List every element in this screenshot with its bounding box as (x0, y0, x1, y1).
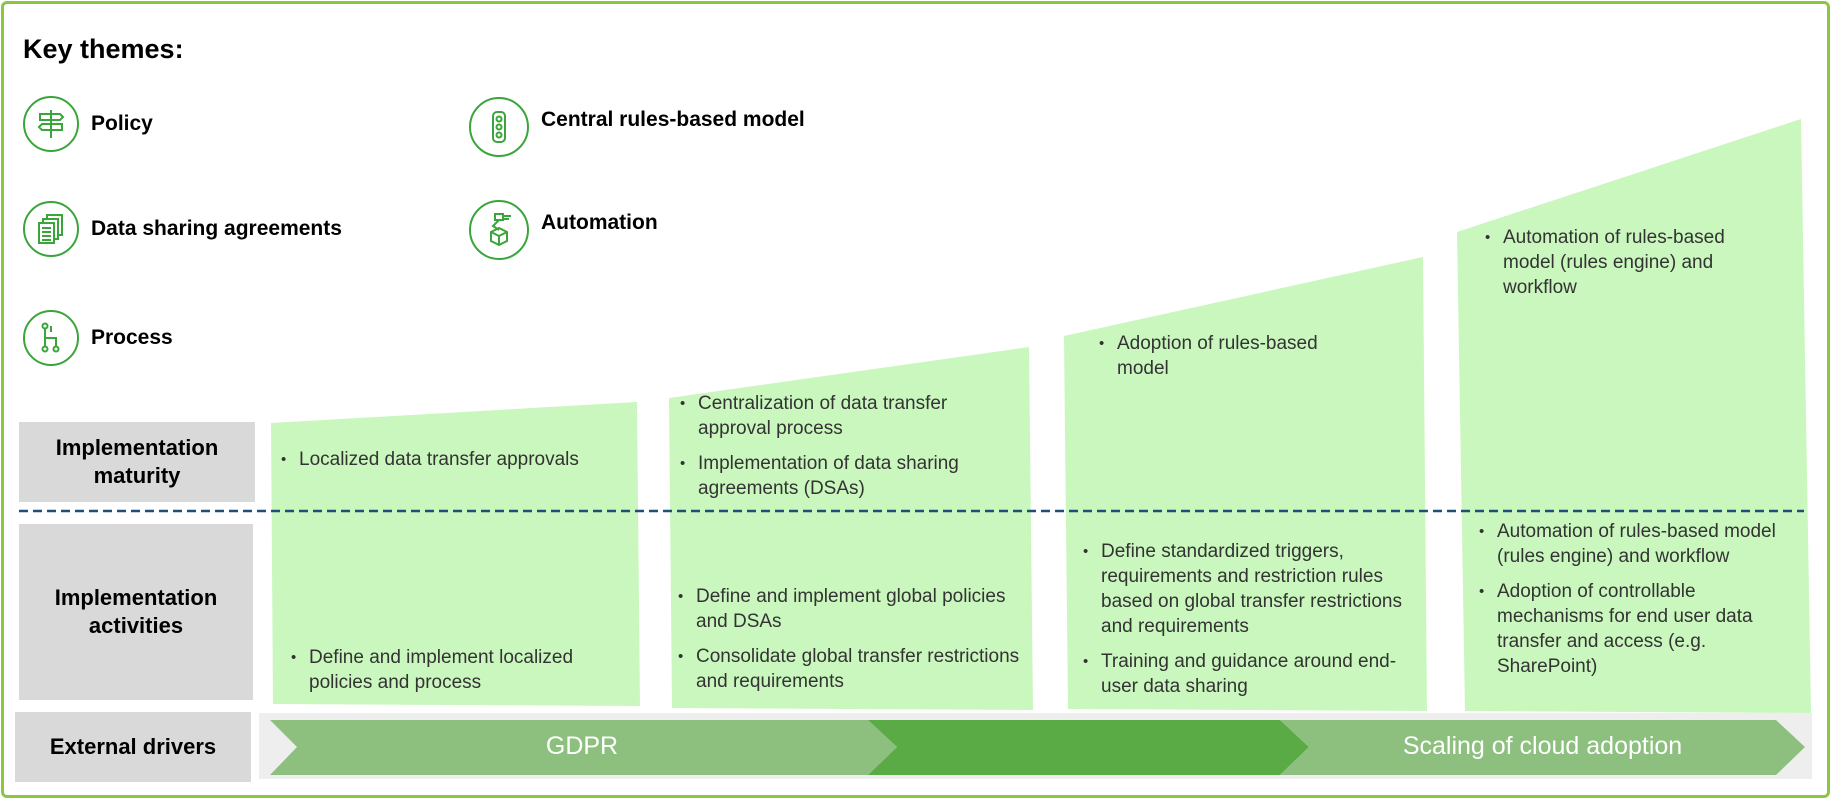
theme-label: Policy (91, 112, 153, 135)
theme-label: Automation (541, 211, 658, 234)
bullet-item: Define standardized triggers, requiremen… (1079, 539, 1419, 639)
driver-arrow-1 (270, 720, 897, 775)
documents-icon (23, 201, 79, 257)
bullet-item: Automation of rules-based model (rules e… (1481, 225, 1771, 300)
driver-label-gdpr: GDPR (545, 732, 619, 760)
bullet-item: Consolidate global transfer restrictions… (674, 644, 1026, 694)
row-label-activities: Implementation activities (19, 524, 253, 700)
key-themes-title: Key themes: (23, 34, 184, 64)
row-label-drivers: External drivers (15, 712, 251, 782)
theme-automation: Automation (469, 200, 658, 260)
bullet-item: Implementation of data sharing agreement… (676, 451, 1024, 501)
theme-central-rules-based-model: Central rules-based model (469, 97, 805, 157)
stage-3-maturity: Adoption of rules-based model (1095, 331, 1335, 391)
process-flow-icon (23, 310, 79, 366)
bullet-item: Adoption of rules-based model (1095, 331, 1335, 381)
theme-label: Process (91, 326, 173, 349)
driver-arrow-2 (868, 720, 1309, 775)
stage-4-maturity: Automation of rules-based model (rules e… (1481, 225, 1771, 310)
stage-2-activities: Define and implement global policies and… (674, 584, 1026, 704)
row-label-maturity: Implementation maturity (19, 422, 255, 502)
theme-data-sharing-agreements: Data sharing agreements (23, 201, 342, 257)
stage-1-activities: Define and implement localized policies … (287, 645, 632, 705)
bullet-item: Adoption of controllable mechanisms for … (1475, 579, 1795, 679)
robot-arm-icon (469, 200, 529, 260)
bullet-item: Define and implement global policies and… (674, 584, 1026, 634)
signpost-icon (23, 96, 79, 152)
bullet-item: Localized data transfer approvals (277, 447, 632, 472)
stage-1-maturity: Localized data transfer approvals (277, 447, 632, 482)
theme-label: Data sharing agreements (91, 217, 342, 240)
stage-2-maturity: Centralization of data transfer approval… (676, 391, 1024, 511)
driver-arrow-3 (1280, 720, 1805, 775)
stage-3-activities: Define standardized triggers, requiremen… (1079, 539, 1419, 709)
bullet-item: Centralization of data transfer approval… (676, 391, 1024, 441)
theme-label: Central rules-based model (541, 108, 805, 131)
bullet-item: Training and guidance around end-user da… (1079, 649, 1419, 699)
stage-column-1 (271, 402, 640, 706)
bullet-item: Automation of rules-based model (rules e… (1475, 519, 1795, 569)
bullet-item: Define and implement localized policies … (287, 645, 632, 695)
theme-policy: Policy (23, 96, 153, 152)
theme-process: Process (23, 310, 173, 366)
stage-4-activities: Automation of rules-based model (rules e… (1475, 519, 1795, 689)
traffic-light-icon (469, 97, 529, 157)
driver-label-cloud: Scaling of cloud adoption (1402, 732, 1683, 760)
